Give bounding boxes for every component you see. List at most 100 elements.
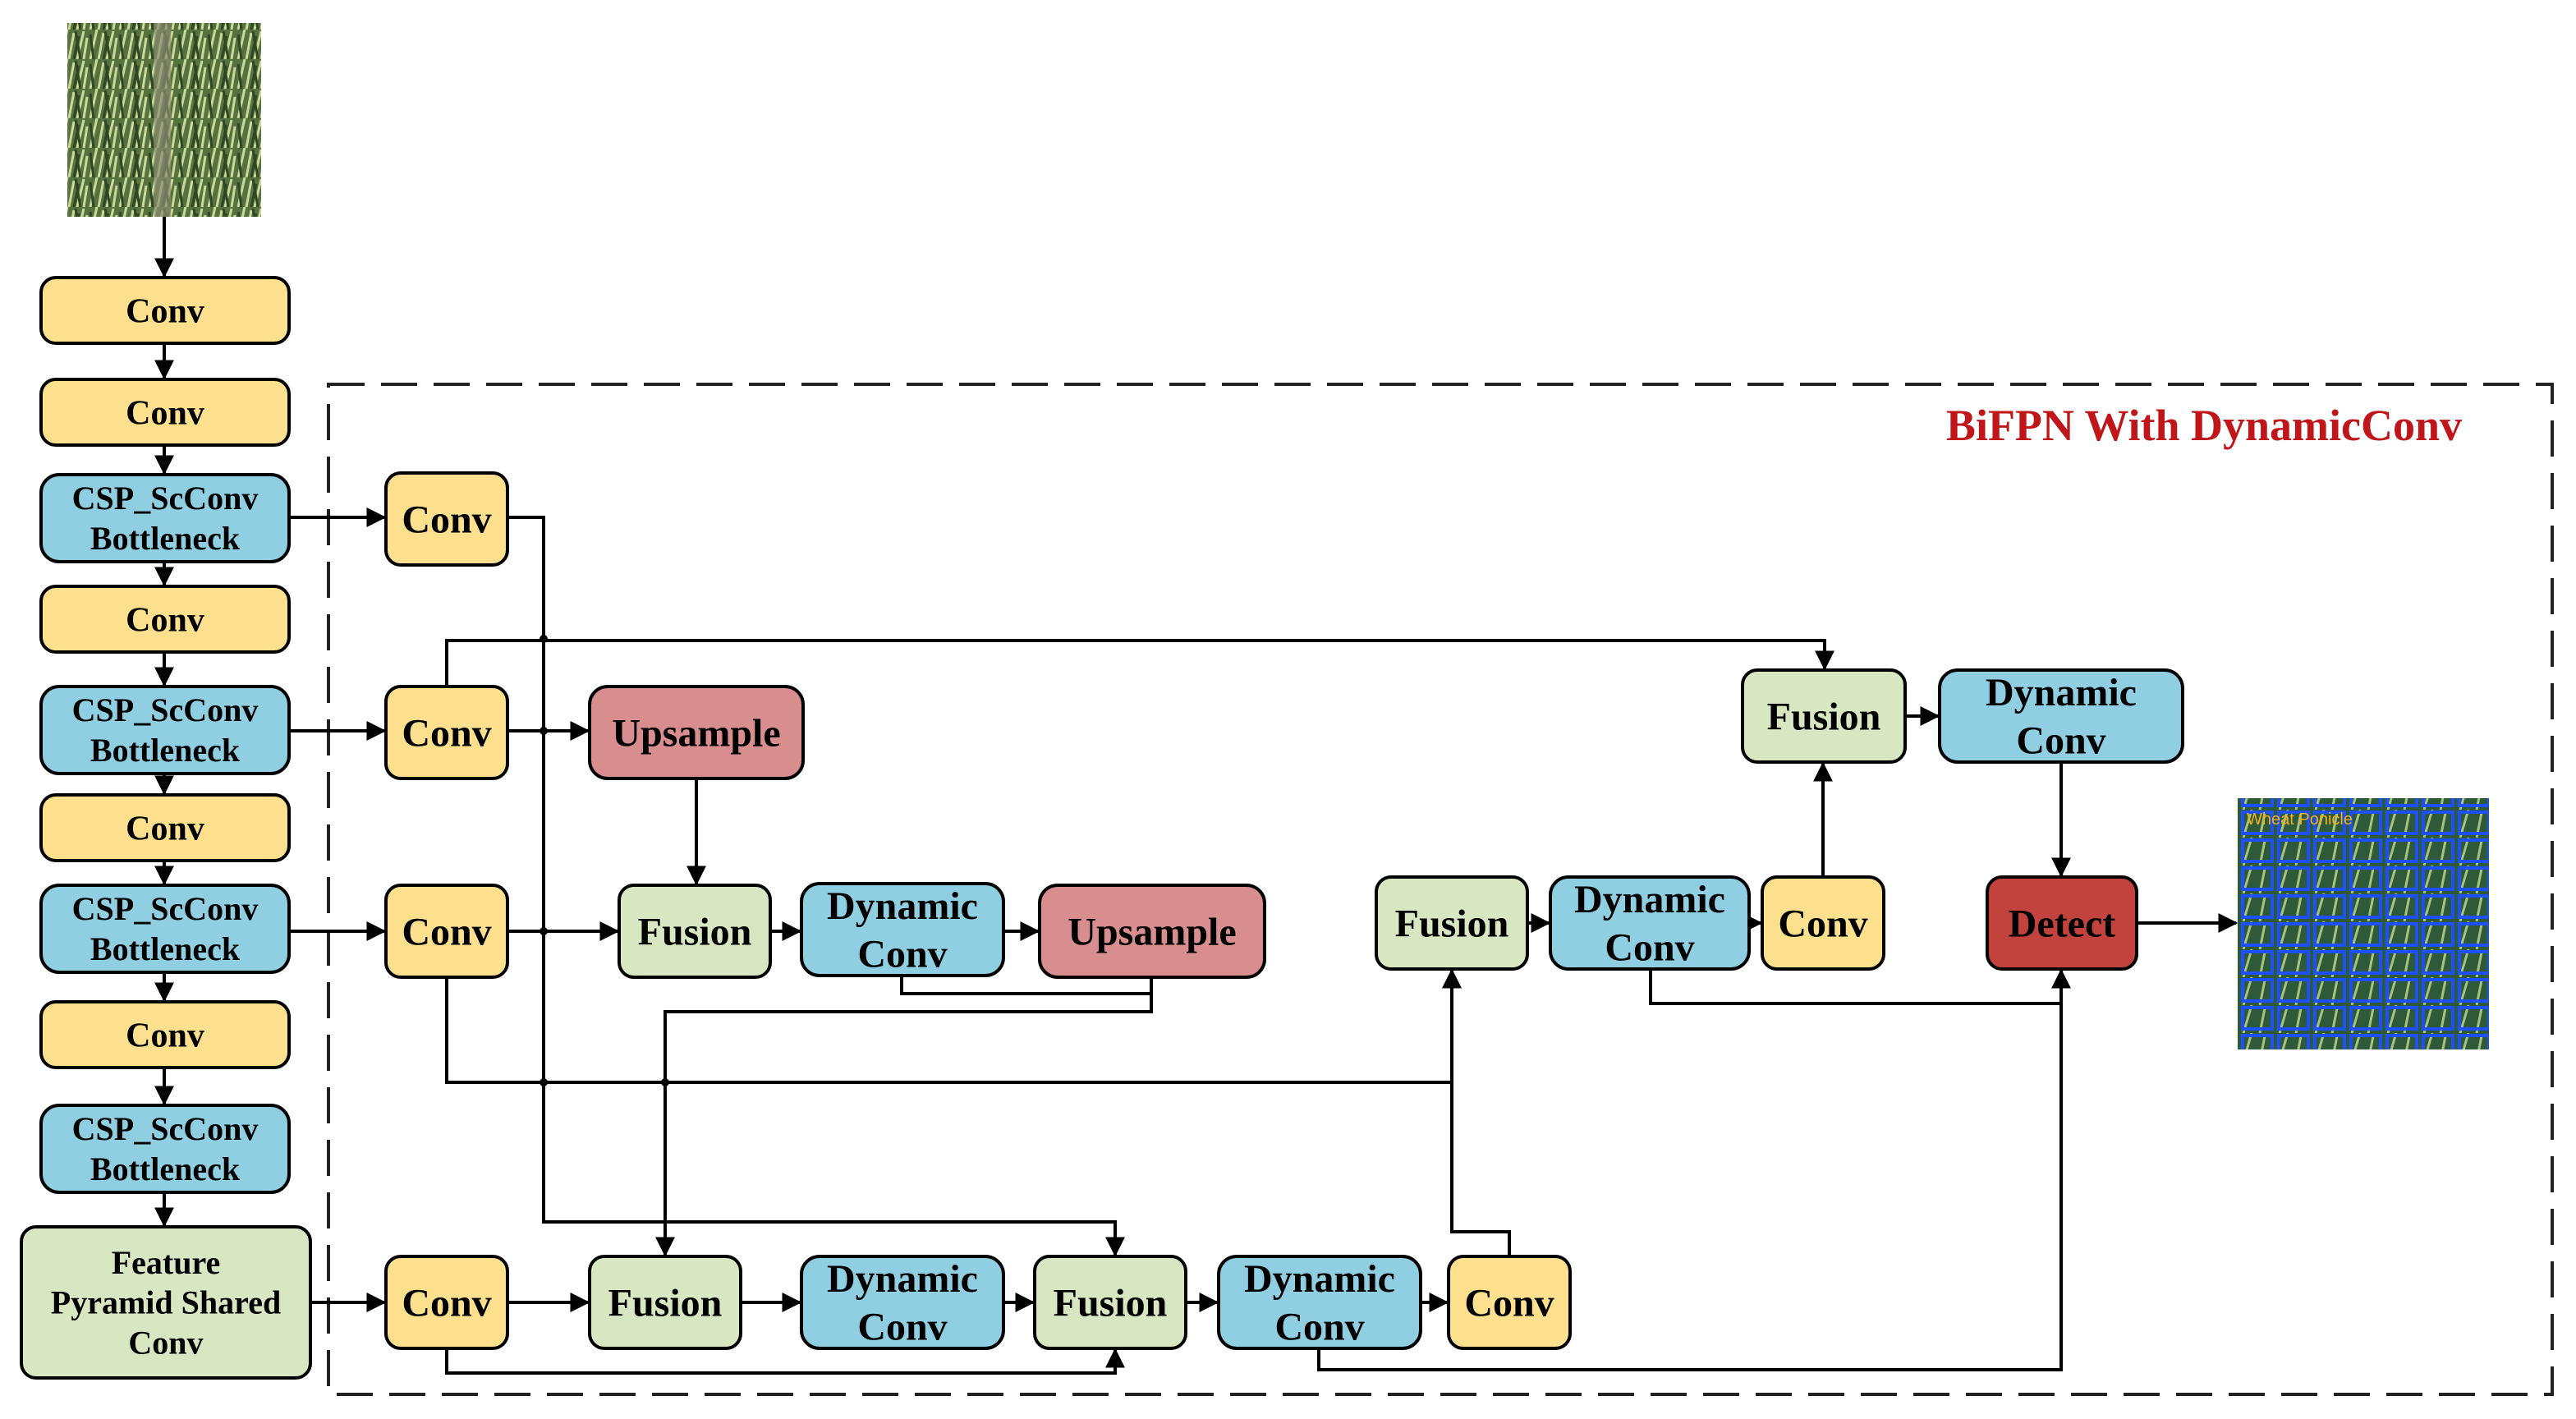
node-b-conv1: Conv	[39, 276, 291, 345]
node-n-fus1: Fusion	[618, 884, 772, 979]
node-n-ups2: Upsample	[1038, 884, 1266, 979]
node-n-fus5: Fusion	[1741, 668, 1907, 764]
node-label: Conv	[1464, 1281, 1554, 1325]
node-label: Upsample	[1068, 910, 1236, 953]
dynamic-block-shape	[1549, 875, 1751, 971]
node-label: Conv	[128, 1324, 203, 1361]
node-label: Detect	[2009, 902, 2116, 945]
node-label: Fusion	[1054, 1281, 1168, 1325]
fusion-block-shape	[618, 884, 772, 979]
connection-line	[445, 1348, 1125, 1375]
node-n-dyn1: DynamicConv	[800, 882, 1005, 977]
node-label: Conv	[402, 498, 491, 541]
node-label: Bottleneck	[90, 930, 241, 967]
bifpn-region-title: BiFPN With DynamicConv	[1946, 401, 2462, 450]
conv-block-shape	[384, 884, 509, 979]
node-n-conv-d: Conv	[384, 1255, 509, 1350]
bifpn-region-box	[327, 383, 2554, 1396]
node-label: Pyramid Shared	[51, 1284, 281, 1321]
conv-block-shape	[39, 793, 291, 862]
connection-line	[445, 968, 1462, 1084]
connection-line	[655, 994, 1153, 1257]
upsample-block-shape	[588, 685, 805, 780]
node-b-conv2: Conv	[39, 378, 291, 447]
dynamic-block-shape	[800, 882, 1005, 977]
csp-block-shape	[39, 473, 291, 563]
csp-block-shape	[39, 685, 291, 775]
node-n-dyn5: DynamicConv	[1938, 668, 2184, 764]
input-image	[67, 23, 261, 217]
node-n-conv-b: Conv	[384, 685, 509, 780]
node-label: CSP_ScConv	[72, 480, 259, 517]
node-label: Conv	[402, 711, 491, 755]
connection-line	[1442, 968, 1511, 1256]
connection-line	[445, 639, 1834, 687]
node-n-fus2: Fusion	[588, 1255, 742, 1350]
conv-block-shape	[384, 685, 509, 780]
node-label: Conv	[1778, 902, 1867, 945]
node-label: Dynamic	[827, 884, 978, 928]
dynamic-block-shape	[1217, 1255, 1422, 1350]
fusion-block-shape	[20, 1225, 312, 1380]
output-image: Wheat Ponicle	[2238, 798, 2489, 1049]
connection-line	[507, 516, 1125, 1257]
node-label: CSP_ScConv	[72, 1110, 259, 1147]
fusion-block-shape	[1741, 668, 1907, 764]
node-label: Bottleneck	[90, 732, 241, 769]
conv-block-shape	[39, 585, 291, 654]
node-label: Conv	[1605, 926, 1694, 970]
node-n-detect: Detect	[1986, 875, 2138, 971]
node-label: Conv	[126, 292, 204, 330]
node-b-conv4: Conv	[39, 793, 291, 862]
node-label: Feature	[112, 1244, 221, 1281]
connection-line	[900, 976, 1153, 995]
fusion-block-shape	[588, 1255, 742, 1350]
connection-line	[1649, 969, 2061, 1005]
conv-block-shape	[39, 378, 291, 447]
node-n-conv-c: Conv	[384, 884, 509, 979]
node-label: Conv	[126, 1017, 204, 1054]
node-label: Fusion	[638, 910, 752, 953]
node-label: Conv	[126, 601, 204, 639]
conv-block-shape	[1761, 875, 1885, 971]
node-n-dyn4: DynamicConv	[1549, 875, 1751, 971]
node-n-dyn3: DynamicConv	[1217, 1255, 1422, 1350]
node-label: Conv	[1274, 1306, 1364, 1349]
connection-lines	[154, 217, 2239, 1375]
conv-block-shape	[39, 1000, 291, 1069]
node-label: Dynamic	[1244, 1257, 1395, 1301]
node-label: Fusion	[1767, 695, 1881, 738]
conv-block-shape	[39, 276, 291, 345]
node-n-conv-e: Conv	[1447, 1255, 1572, 1350]
node-n-dyn2: DynamicConv	[800, 1255, 1005, 1350]
node-label: Fusion	[1395, 902, 1509, 945]
fusion-block-shape	[1033, 1255, 1187, 1350]
node-label: CSP_ScConv	[72, 890, 259, 927]
csp-block-shape	[39, 884, 291, 974]
detect-block-shape	[1986, 875, 2138, 971]
node-label: Dynamic	[1574, 878, 1725, 921]
dynamic-block-shape	[800, 1255, 1005, 1350]
node-label: Fusion	[608, 1281, 723, 1325]
upsample-block-shape	[1038, 884, 1266, 979]
fusion-block-shape	[1375, 875, 1529, 971]
node-label: Conv	[857, 1306, 947, 1349]
node-label: CSP_ScConv	[72, 691, 259, 728]
node-label: Conv	[2016, 719, 2105, 763]
node-label: Bottleneck	[90, 520, 241, 557]
connection-line	[1317, 968, 2071, 1371]
node-n-fus4: Fusion	[1375, 875, 1529, 971]
node-label: Conv	[126, 810, 204, 847]
node-n-conv-f: Conv	[1761, 875, 1885, 971]
node-b-conv3: Conv	[39, 585, 291, 654]
node-label: Dynamic	[827, 1257, 978, 1301]
node-b-conv5: Conv	[39, 1000, 291, 1069]
node-label: Bottleneck	[90, 1150, 241, 1187]
node-label: Conv	[402, 1281, 491, 1325]
node-n-fus3: Fusion	[1033, 1255, 1187, 1350]
